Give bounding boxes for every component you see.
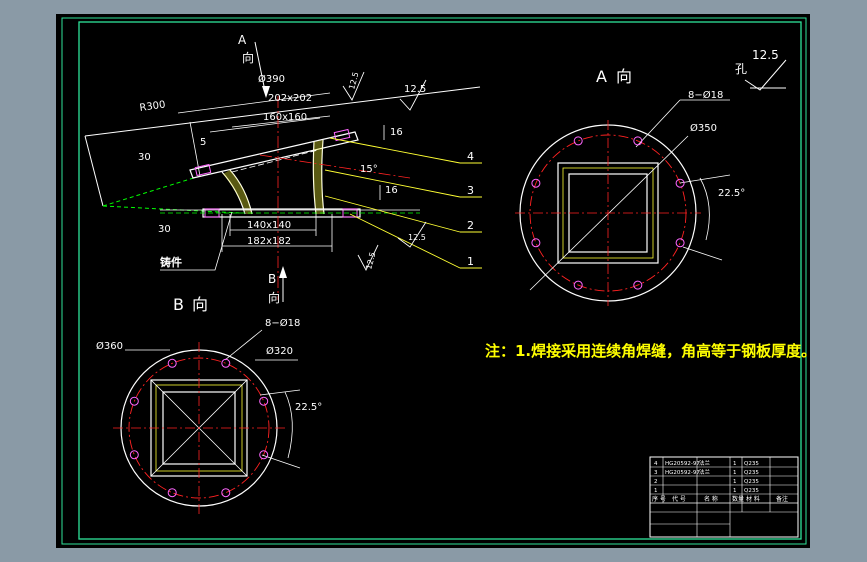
casting-label: 铸件 bbox=[160, 255, 182, 269]
inner-border bbox=[78, 21, 802, 540]
view-b-bolt-hole bbox=[129, 396, 139, 406]
dim-160: 160x160 bbox=[263, 112, 307, 123]
view-a-hole-roughness-label: 孔 bbox=[735, 62, 747, 76]
title-block-cell: 1 bbox=[733, 470, 737, 476]
title-block-cell: Q235 bbox=[744, 488, 759, 494]
part-number-3: 3 bbox=[467, 184, 474, 197]
dim-d390: Ø390 bbox=[258, 73, 285, 85]
dim-140: 140x140 bbox=[247, 220, 291, 231]
direction-a-label: A bbox=[238, 33, 247, 47]
section-drawing bbox=[84, 41, 482, 302]
view-b-title-letter: B bbox=[173, 295, 184, 314]
view-a bbox=[515, 59, 787, 306]
dim-30-b: 30 bbox=[158, 224, 171, 235]
view-a-bolt-holes bbox=[531, 136, 685, 290]
tb-foot-code: 代 号 bbox=[672, 495, 686, 503]
view-b-bolt-hole bbox=[167, 488, 177, 498]
tb-foot-material: 材 料 bbox=[746, 495, 760, 503]
view-b-bolt-hole bbox=[167, 358, 177, 368]
dim-202: 202x202 bbox=[268, 93, 312, 104]
view-b-angle: 22.5° bbox=[295, 402, 322, 413]
view-a-holes: 8−Ø18 bbox=[688, 89, 723, 101]
part-number-labels: 4 3 2 1 bbox=[467, 150, 474, 268]
view-b-bolt-hole bbox=[259, 396, 269, 406]
direction-b-label: B bbox=[268, 272, 276, 286]
dim-16-b: 16 bbox=[385, 185, 398, 196]
view-b-outer: Ø360 bbox=[96, 340, 123, 352]
dim-15-deg: 15° bbox=[360, 164, 378, 175]
title-block-cell: 3 bbox=[654, 470, 658, 476]
view-a-bolt-hole bbox=[531, 178, 541, 188]
title-block-cell: Q235 bbox=[744, 470, 759, 476]
tb-foot-remark: 备注 bbox=[776, 495, 788, 503]
view-a-title-letter: A bbox=[596, 67, 607, 86]
dim-16-a: 16 bbox=[390, 127, 403, 138]
technical-note: 注：1.焊接采用连续角焊缝，角高等于钢板厚度。 bbox=[485, 342, 816, 360]
view-a-bolt-hole bbox=[573, 280, 583, 290]
roughness-b: 12.5 bbox=[404, 84, 426, 95]
view-a-angle: 22.5° bbox=[718, 188, 745, 199]
title-block-cell: Q235 bbox=[744, 479, 759, 485]
direction-a-char: 向 bbox=[242, 50, 254, 65]
roughness-d: 12.5 bbox=[408, 233, 426, 242]
title-block-cell: 1 bbox=[654, 488, 658, 494]
title-block-cell: 2 bbox=[654, 479, 658, 485]
part-number-2: 2 bbox=[467, 219, 474, 232]
title-block-cell: 1 bbox=[733, 461, 737, 467]
roughness-c: 12.5 bbox=[364, 251, 377, 271]
view-b-bolt-hole bbox=[221, 488, 231, 498]
section-dimensions: R300 Ø390 202x202 160x160 5 30 30 140x14… bbox=[138, 33, 426, 305]
dim-182: 182x182 bbox=[247, 236, 291, 247]
view-a-bolt-hole bbox=[633, 136, 643, 146]
tb-foot-seq: 序 号 bbox=[652, 495, 666, 503]
view-a-bolt-hole bbox=[573, 136, 583, 146]
radius-label: R300 bbox=[139, 99, 166, 114]
view-b-bolt-holes bbox=[129, 358, 269, 498]
title-block-cell: HG20592-97 bbox=[665, 470, 700, 476]
view-a-pcd: Ø350 bbox=[690, 122, 717, 134]
dim-30-a: 30 bbox=[138, 152, 151, 163]
title-block-cell: 法兰 bbox=[699, 459, 711, 467]
view-b-labels: B 向 Ø360 8−Ø18 Ø320 22.5° bbox=[96, 295, 322, 413]
title-block-cell: 法兰 bbox=[699, 468, 711, 476]
title-block bbox=[649, 456, 799, 538]
title-block-cell: 4 bbox=[654, 461, 658, 467]
tb-foot-qty: 数量 bbox=[732, 495, 744, 503]
view-b-bolt-hole bbox=[129, 450, 139, 460]
outer-border bbox=[61, 17, 807, 545]
title-block-footer: 序 号 代 号 名 称 数量 材 料 备注 bbox=[652, 495, 788, 503]
title-block-cell: HG20592-97 bbox=[665, 461, 700, 467]
part-number-1: 1 bbox=[467, 255, 474, 268]
view-b-holes: 8−Ø18 bbox=[265, 317, 300, 329]
view-a-title-char: 向 bbox=[616, 67, 632, 86]
sheet-background bbox=[56, 14, 810, 548]
view-b-bolt-hole bbox=[259, 450, 269, 460]
view-a-bolt-hole bbox=[675, 238, 685, 248]
title-block-cell: 1 bbox=[733, 479, 737, 485]
part-number-4: 4 bbox=[467, 150, 474, 163]
view-a-bolt-hole bbox=[633, 280, 643, 290]
view-a-hole-roughness: 12.5 bbox=[752, 48, 779, 62]
direction-b-char: 向 bbox=[268, 290, 280, 305]
view-a-bolt-hole bbox=[675, 178, 685, 188]
view-b-bolt-hole bbox=[221, 358, 231, 368]
view-a-bolt-hole bbox=[531, 238, 541, 248]
dim-5: 5 bbox=[200, 137, 206, 148]
tb-foot-name: 名 称 bbox=[704, 495, 718, 503]
title-block-cell: Q235 bbox=[744, 461, 759, 467]
view-b-pcd: Ø320 bbox=[266, 345, 293, 357]
view-b bbox=[113, 329, 301, 514]
roughness-a: 12.5 bbox=[347, 71, 360, 91]
title-block-cell: 1 bbox=[733, 488, 737, 494]
view-b-title-char: 向 bbox=[192, 295, 208, 314]
view-a-labels: A 向 8−Ø18 Ø350 22.5° 孔 12.5 bbox=[596, 48, 779, 199]
